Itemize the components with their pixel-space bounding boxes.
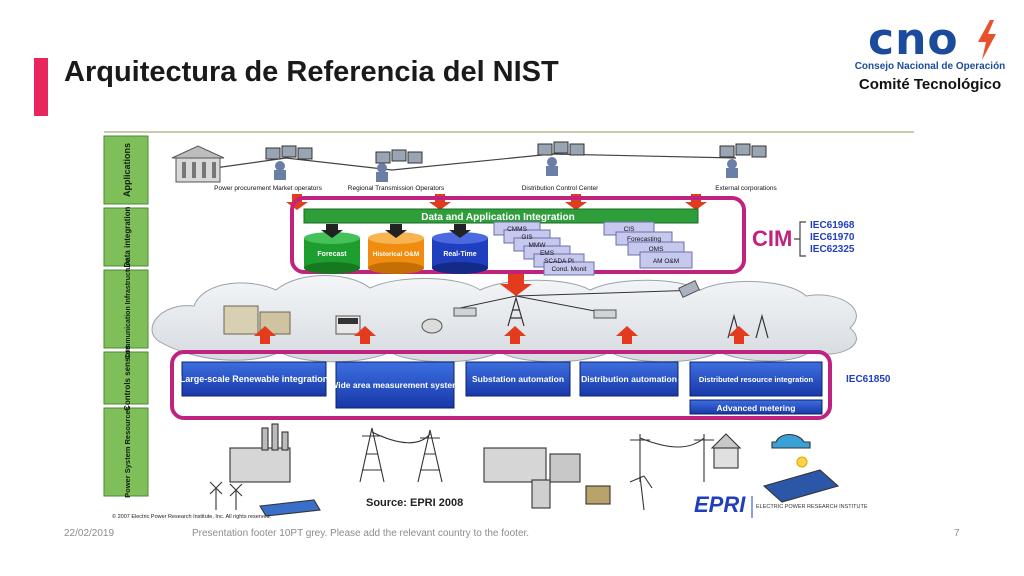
workstation-icon — [375, 149, 423, 182]
system-label: EMS — [540, 250, 555, 257]
control-boxes: Large-scale Renewable integration Wide a… — [180, 361, 823, 415]
footer-text: Presentation footer 10PT grey. Please ad… — [192, 528, 530, 539]
logo-wordmark: cno — [868, 14, 959, 65]
system-label: GIS — [521, 234, 533, 241]
office-building-icon — [171, 145, 225, 183]
cim-standard: IEC62325 — [810, 244, 855, 255]
layer-label-communication: Communication Infrastructure — [125, 259, 132, 359]
system-label: SCADA PI — [544, 258, 574, 265]
database-label-historical: Historical O&M — [373, 251, 420, 258]
copyright-label: © 2007 Electric Power Research Institute… — [112, 513, 272, 520]
control-box-renewable — [181, 361, 327, 397]
layer-label-power-system: Power System Resources — [123, 406, 132, 498]
app-label-regional-transmission: Regional Transmission Operators — [348, 185, 445, 192]
controls-frame — [170, 350, 832, 420]
system-label: MMW — [529, 242, 547, 249]
database-forecast: Forecast — [304, 224, 360, 274]
system-label: CMMS — [507, 226, 528, 233]
cim-standard: IEC61970 — [810, 232, 855, 243]
layer-labels: Applications Data integration Communicat… — [103, 135, 149, 498]
integration-bar-label: Data and Application Integration — [421, 212, 575, 223]
nist-architecture-diagram: Applications Data integration Communicat… — [103, 131, 914, 520]
cno-logo: cno Consejo Nacional de Operación Comité… — [838, 6, 1022, 102]
logo-subtitle: Consejo Nacional de Operación — [854, 61, 1006, 72]
control-label-advanced-metering: Advanced metering — [717, 403, 796, 413]
database-label-forecast: Forecast — [317, 251, 347, 258]
logo-committee: Comité Tecnológico — [858, 76, 1002, 93]
app-label-external-corporations: External corporations — [715, 185, 777, 192]
slide-title: Arquitectura de Referencia del NIST — [64, 56, 559, 88]
control-box-distributed-resource — [689, 361, 823, 397]
epri-logo: EPRI — [694, 492, 746, 517]
layer-label-controls: Controls sensors — [123, 345, 132, 411]
layer-label-data-integration: Data integration — [123, 206, 132, 267]
control-label-substation: Substation automation — [472, 374, 564, 384]
control-box-substation — [465, 361, 571, 397]
workstation-icon — [265, 145, 313, 180]
app-label-market-operators: Power procurement Market operators — [214, 185, 322, 192]
app-label-distribution-control: Distribution Control Center — [522, 185, 599, 192]
layer-label-applications: Applications — [122, 143, 132, 197]
source-label: Source: EPRI 2008 — [366, 497, 463, 509]
control-label-distributed-resource: Distributed resource integration — [699, 375, 814, 384]
control-label-distribution: Distribution automation — [581, 374, 677, 384]
database-label-realtime: Real-Time — [443, 251, 476, 258]
title-accent-bar — [34, 58, 48, 116]
footer-date: 22/02/2019 — [64, 528, 115, 539]
iec61850-label: IEC61850 — [846, 374, 891, 385]
applications-row: Power procurement Market operators Regio… — [171, 141, 777, 192]
lightning-bolt-icon — [978, 20, 996, 60]
control-box-wide-area — [335, 361, 455, 409]
database-realtime: Real-Time — [432, 224, 488, 274]
epri-name: ELECTRIC POWER RESEARCH INSTITUTE — [756, 504, 868, 510]
communication-cloud — [151, 274, 857, 363]
systems-right-stack: CIS Forecasting OMS AM O&M — [603, 221, 693, 269]
control-arrows — [254, 326, 750, 344]
system-label: CIS — [624, 226, 636, 233]
system-label: OMS — [649, 246, 664, 253]
cim-bracket — [794, 221, 806, 257]
control-label-wide-area: Wide area measurement system — [330, 380, 460, 390]
cim-label: CIM — [752, 226, 792, 251]
system-label: Forecasting — [627, 236, 661, 243]
workstation-icon — [719, 143, 767, 178]
database-historical: Historical O&M — [368, 224, 424, 274]
control-label-renewable: Large-scale Renewable integration — [180, 374, 329, 384]
cim-standard: IEC61968 — [810, 220, 855, 231]
system-label: AM O&M — [653, 258, 679, 265]
page-number: 7 — [954, 528, 960, 539]
data-integration-frame — [290, 196, 746, 274]
workstation-icon — [537, 141, 585, 176]
power-resources-row — [209, 423, 840, 517]
control-box-advanced-metering — [689, 399, 823, 415]
control-box-distribution — [579, 361, 679, 397]
system-label: Cond. Monit — [551, 266, 586, 273]
systems-left-stack: CMMS GIS MMW EMS SCADA PI Cond. Monit — [493, 221, 595, 276]
